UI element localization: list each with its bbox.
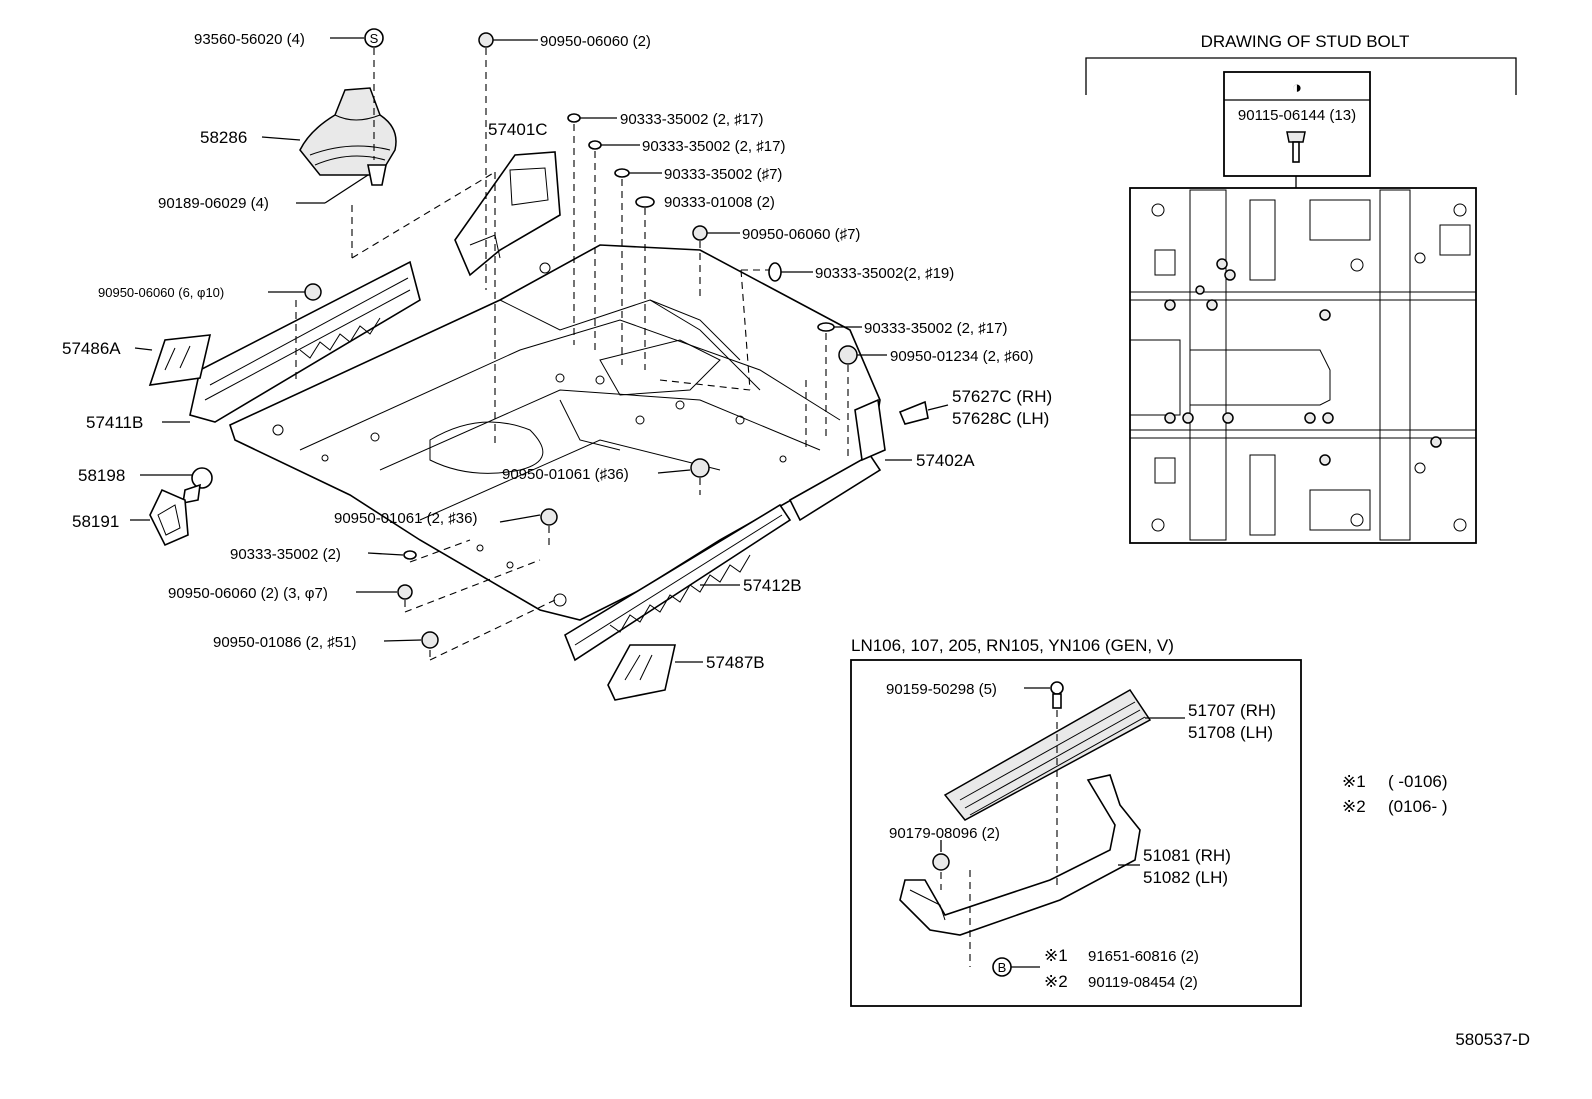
s-symbol: S	[370, 31, 379, 46]
note-1-mark: ※1	[1342, 772, 1366, 791]
step-panel: LN106, 107, 205, RN105, YN106 (GEN, V) B…	[850, 636, 1302, 1007]
b-symbol: B	[998, 960, 1007, 975]
label-58198: 58198	[78, 466, 125, 485]
label-51081: 51081 (RH)	[1143, 846, 1231, 865]
shift-boot-58286	[299, 87, 397, 176]
label-90950-06060-6: 90950-06060 (6, φ10)	[98, 285, 224, 300]
plate-57486A	[148, 334, 212, 386]
label-93560-56020: 93560-56020 (4)	[194, 31, 305, 48]
label-90333-35002-2: 90333-35002 (2)	[230, 546, 341, 563]
stud-markers	[1164, 258, 1442, 466]
stud-bolt-icon	[1286, 131, 1306, 163]
label-57486A: 57486A	[62, 339, 121, 358]
bracket-57401C	[454, 151, 561, 277]
label-90950-06060-2: 90950-06060 (2)	[540, 33, 651, 50]
label-57487B: 57487B	[706, 653, 765, 672]
label-57411B: 57411B	[86, 413, 143, 432]
b-part-1: 91651-60816 (2)	[1088, 948, 1199, 965]
label-57402A: 57402A	[916, 451, 975, 470]
b-mark-2: ※2	[1044, 972, 1068, 991]
callout-labels: 93560-56020 (4) 58286 90189-06029 (4) 90…	[62, 31, 1052, 672]
label-90189-06029: 90189-06029 (4)	[158, 195, 269, 212]
stud-panel-title: DRAWING OF STUD BOLT	[1201, 32, 1410, 51]
note-1-text: ( -0106)	[1388, 772, 1448, 791]
part-57627C	[898, 400, 929, 425]
label-90950-01086: 90950-01086 (2, ♯51)	[213, 634, 356, 651]
b-mark-1: ※1	[1044, 946, 1068, 965]
label-90333-35002-c: 90333-35002 (♯7)	[664, 166, 782, 183]
label-90950-06060-3: 90950-06060 (2) (3, φ7)	[168, 585, 328, 602]
stud-part-label: 90115-06144 (13)	[1238, 107, 1356, 124]
step-panel-title: LN106, 107, 205, RN105, YN106 (GEN, V)	[851, 636, 1174, 655]
label-57627C: 57627C (RH)	[952, 387, 1052, 406]
hook-58198	[182, 467, 213, 505]
label-90950-06060-7: 90950-06060 (♯7)	[742, 226, 860, 243]
label-90950-01234: 90950-01234 (2, ♯60)	[890, 348, 1033, 365]
rocker-rail-57412B	[564, 503, 792, 662]
bracket-58191	[149, 488, 189, 547]
stud-bolt-panel: DRAWING OF STUD BOLT ◑ 90115-06144 (13)	[1085, 32, 1517, 544]
label-90950-01061-36: 90950-01061 (♯36)	[502, 466, 629, 483]
step-bracket-51081	[899, 774, 1141, 936]
side-rail-57402A	[788, 398, 886, 522]
bolt-90159	[1050, 681, 1064, 695]
note-2-text: (0106- )	[1388, 797, 1448, 816]
drawing-id: 580537-D	[1455, 1030, 1530, 1049]
clip-90189	[367, 164, 387, 186]
label-90333-35002-a: 90333-35002 (2, ♯17)	[620, 111, 763, 128]
label-90333-35002-19: 90333-35002(2, ♯19)	[815, 265, 954, 282]
label-57628C: 57628C (LH)	[952, 409, 1049, 428]
leader-lines	[130, 37, 949, 663]
plate-57487B	[607, 644, 676, 701]
label-90333-35002-d: 90333-35002 (2, ♯17)	[864, 320, 1007, 337]
label-90333-01008: 90333-01008 (2)	[664, 194, 775, 211]
label-51707: 51707 (RH)	[1188, 701, 1276, 720]
label-51708: 51708 (LH)	[1188, 723, 1273, 742]
label-58191: 58191	[72, 512, 119, 531]
floor-pan	[229, 244, 881, 621]
rocker-rail-57411B	[189, 260, 421, 423]
note-2-mark: ※2	[1342, 797, 1366, 816]
label-51082: 51082 (LH)	[1143, 868, 1228, 887]
label-90179-08096: 90179-08096 (2)	[889, 825, 1000, 842]
label-58286: 58286	[200, 128, 247, 147]
fasteners	[304, 28, 858, 649]
label-90333-35002-b: 90333-35002 (2, ♯17)	[642, 138, 785, 155]
stud-symbol-icon: ◑	[1292, 78, 1302, 97]
label-57401C: 57401C	[488, 120, 548, 139]
assembly-lines	[295, 48, 849, 661]
label-57412B: 57412B	[743, 576, 802, 595]
footnotes: ※1 ( -0106) ※2 (0106- )	[1342, 772, 1448, 816]
label-90159-50298: 90159-50298 (5)	[886, 681, 997, 698]
step-pad-51707	[943, 689, 1152, 821]
label-90950-01061-2: 90950-01061 (2, ♯36)	[334, 510, 477, 527]
nut-90179	[932, 853, 950, 871]
b-part-2: 90119-08454 (2)	[1088, 974, 1198, 991]
